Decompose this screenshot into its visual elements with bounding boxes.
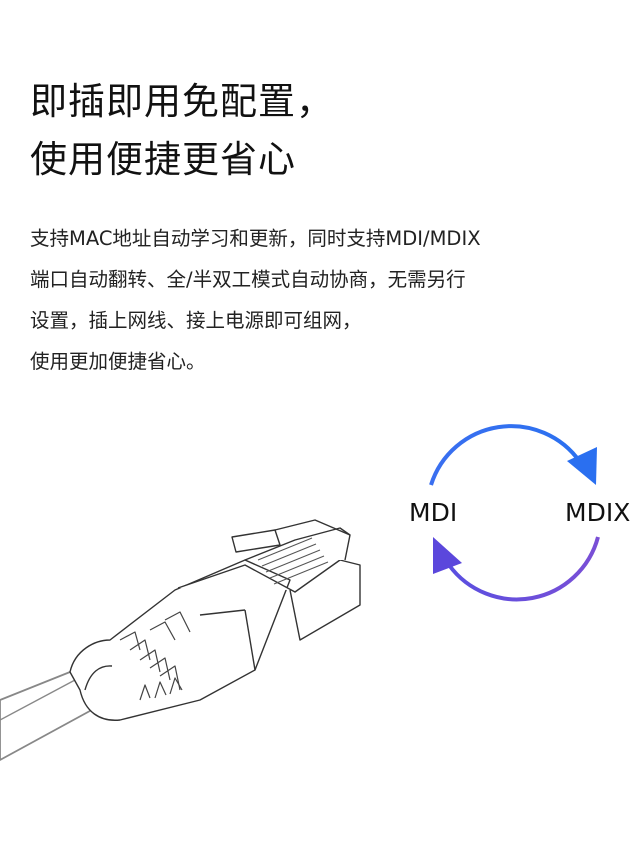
mdix-label: MDIX bbox=[565, 498, 631, 527]
arrow-top-icon bbox=[429, 424, 597, 486]
description-line: 支持MAC地址自动学习和更新，同时支持MDI/MDIX bbox=[30, 227, 481, 250]
description-line: 使用更加便捷省心。 bbox=[30, 350, 206, 373]
description-line: 设置，插上网线、接上电源即可组网， bbox=[30, 309, 362, 332]
heading-line-1: 即插即用免配置， bbox=[30, 80, 334, 123]
ethernet-connector-icon bbox=[0, 519, 361, 761]
mdi-label: MDI bbox=[409, 498, 458, 527]
description-line: 端口自动翻转、全/半双工模式自动协商，无需另行 bbox=[30, 268, 466, 291]
description: 支持MAC地址自动学习和更新，同时支持MDI/MDIX 端口自动翻转、全/半双工… bbox=[30, 218, 630, 382]
arrow-bottom-icon bbox=[433, 536, 600, 602]
heading-line-2: 使用便捷更省心 bbox=[30, 138, 296, 181]
